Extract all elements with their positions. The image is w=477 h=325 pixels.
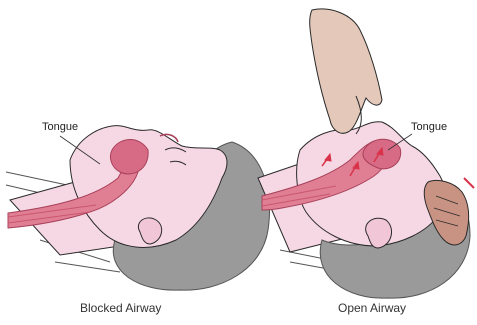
open-airway-figure (258, 9, 474, 298)
tongue-label-right: Tongue (411, 121, 447, 133)
tongue-label-left: Tongue (42, 121, 78, 133)
tilt-direction-mark (464, 178, 474, 188)
chin-hand (310, 9, 382, 133)
tongue-left (110, 140, 148, 174)
caption-open-airway: Open Airway (338, 301, 406, 315)
blocked-airway-figure (6, 126, 270, 290)
caption-blocked-airway: Blocked Airway (80, 301, 161, 315)
